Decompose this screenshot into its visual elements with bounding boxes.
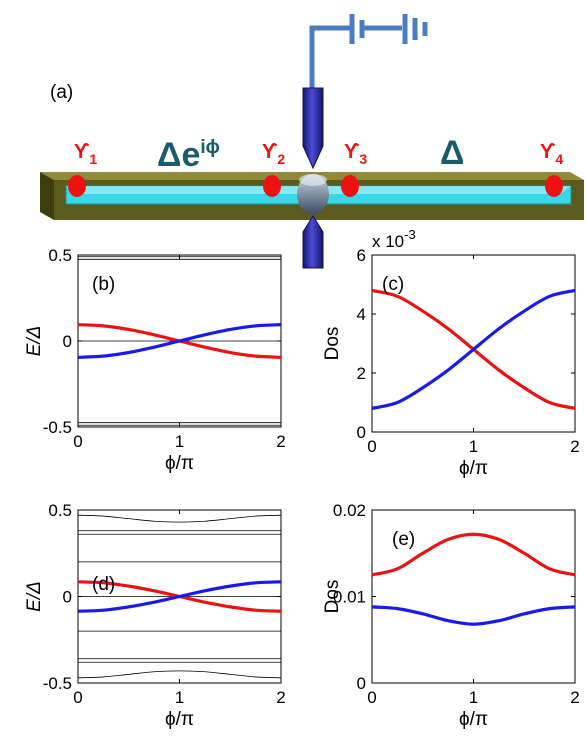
series-line-blue-1 — [371, 605, 576, 626]
x-tick-label: 1 — [175, 688, 184, 707]
x-tick-label: 2 — [276, 688, 285, 707]
schematic: (a) ϒ1 ϒ2 ϒ3 ϒ4 Δeiϕ Δ — [40, 14, 584, 269]
panel-c: 0 1 2 0 2 4 6 ϕ/π Dos (c) x 10-3 — [322, 227, 580, 479]
voltage-source-circuit — [309, 14, 428, 88]
y-tick-label: 0.02 — [333, 501, 366, 520]
y-axis-label: E/Δ — [24, 581, 45, 612]
y-tick-label: 6 — [357, 246, 366, 265]
y-tick-label: 0.5 — [48, 501, 72, 520]
series-line-blue-1 — [77, 580, 282, 613]
x-tick-label: 0 — [367, 688, 376, 707]
y-tick-label: -0.5 — [43, 418, 72, 437]
junction-sphere — [297, 174, 329, 214]
y-tick-label: 0 — [357, 423, 366, 442]
x-axis-label: ϕ/π — [459, 709, 488, 730]
x-axis-label: ϕ/π — [459, 458, 488, 479]
majorana-dot-3 — [341, 175, 359, 197]
y-tick-label: -0.5 — [43, 674, 72, 693]
y-tick-label: 0.01 — [333, 588, 366, 607]
x-tick-label: 1 — [175, 432, 184, 451]
right-gap-label: Δ — [440, 134, 464, 172]
majorana-dot-4 — [545, 175, 563, 197]
left-gap-label: Δeiϕ — [157, 136, 220, 174]
y-axis-label: Dos — [322, 580, 343, 614]
majorana-dot-2 — [263, 175, 281, 197]
x-tick-label: 2 — [570, 688, 579, 707]
y-scale-factor: x 10-3 — [372, 227, 416, 251]
majorana-label-2: ϒ2 — [262, 141, 285, 167]
y-axis-label: Dos — [322, 327, 343, 361]
x-tick-label: 0 — [367, 437, 376, 456]
y-tick-label: 4 — [357, 305, 366, 324]
y-tick-label: 0.5 — [48, 246, 72, 265]
x-tick-label: 1 — [469, 437, 478, 456]
y-tick-label: 0 — [63, 332, 72, 351]
gate-electrode — [302, 87, 324, 269]
series-line-black-10 — [77, 670, 282, 679]
y-tick-label: 0 — [357, 674, 366, 693]
majorana-label-1: ϒ1 — [74, 141, 97, 167]
panel-label-a: (a) — [50, 82, 73, 103]
y-axis-label: E/Δ — [24, 326, 45, 357]
panel-label-b: (b) — [92, 274, 115, 295]
majorana-label-3: ϒ3 — [344, 141, 367, 167]
panel-label-d: (d) — [92, 574, 115, 595]
x-tick-label: 0 — [73, 432, 82, 451]
majorana-label-4: ϒ4 — [540, 141, 563, 167]
x-tick-label: 1 — [469, 688, 478, 707]
x-tick-label: 2 — [276, 432, 285, 451]
panel-e: 0 1 2 0 0.01 0.02 ϕ/π Dos (e) — [322, 501, 580, 730]
x-axis-label: ϕ/π — [165, 709, 194, 730]
x-tick-label: 0 — [73, 688, 82, 707]
x-axis-label: ϕ/π — [165, 453, 194, 474]
majorana-dots — [68, 175, 563, 197]
series-line-blue-1 — [77, 323, 282, 359]
majorana-dot-1 — [68, 175, 86, 197]
x-tick-label: 2 — [570, 437, 579, 456]
series-line-blue-1 — [371, 288, 576, 410]
panel-label-e: (e) — [392, 529, 415, 550]
y-tick-label: 2 — [357, 364, 366, 383]
panel-label-c: (c) — [382, 274, 404, 295]
series-line-black-3 — [77, 514, 282, 523]
series-line-red-0 — [371, 532, 576, 577]
y-tick-label: 0 — [63, 588, 72, 607]
